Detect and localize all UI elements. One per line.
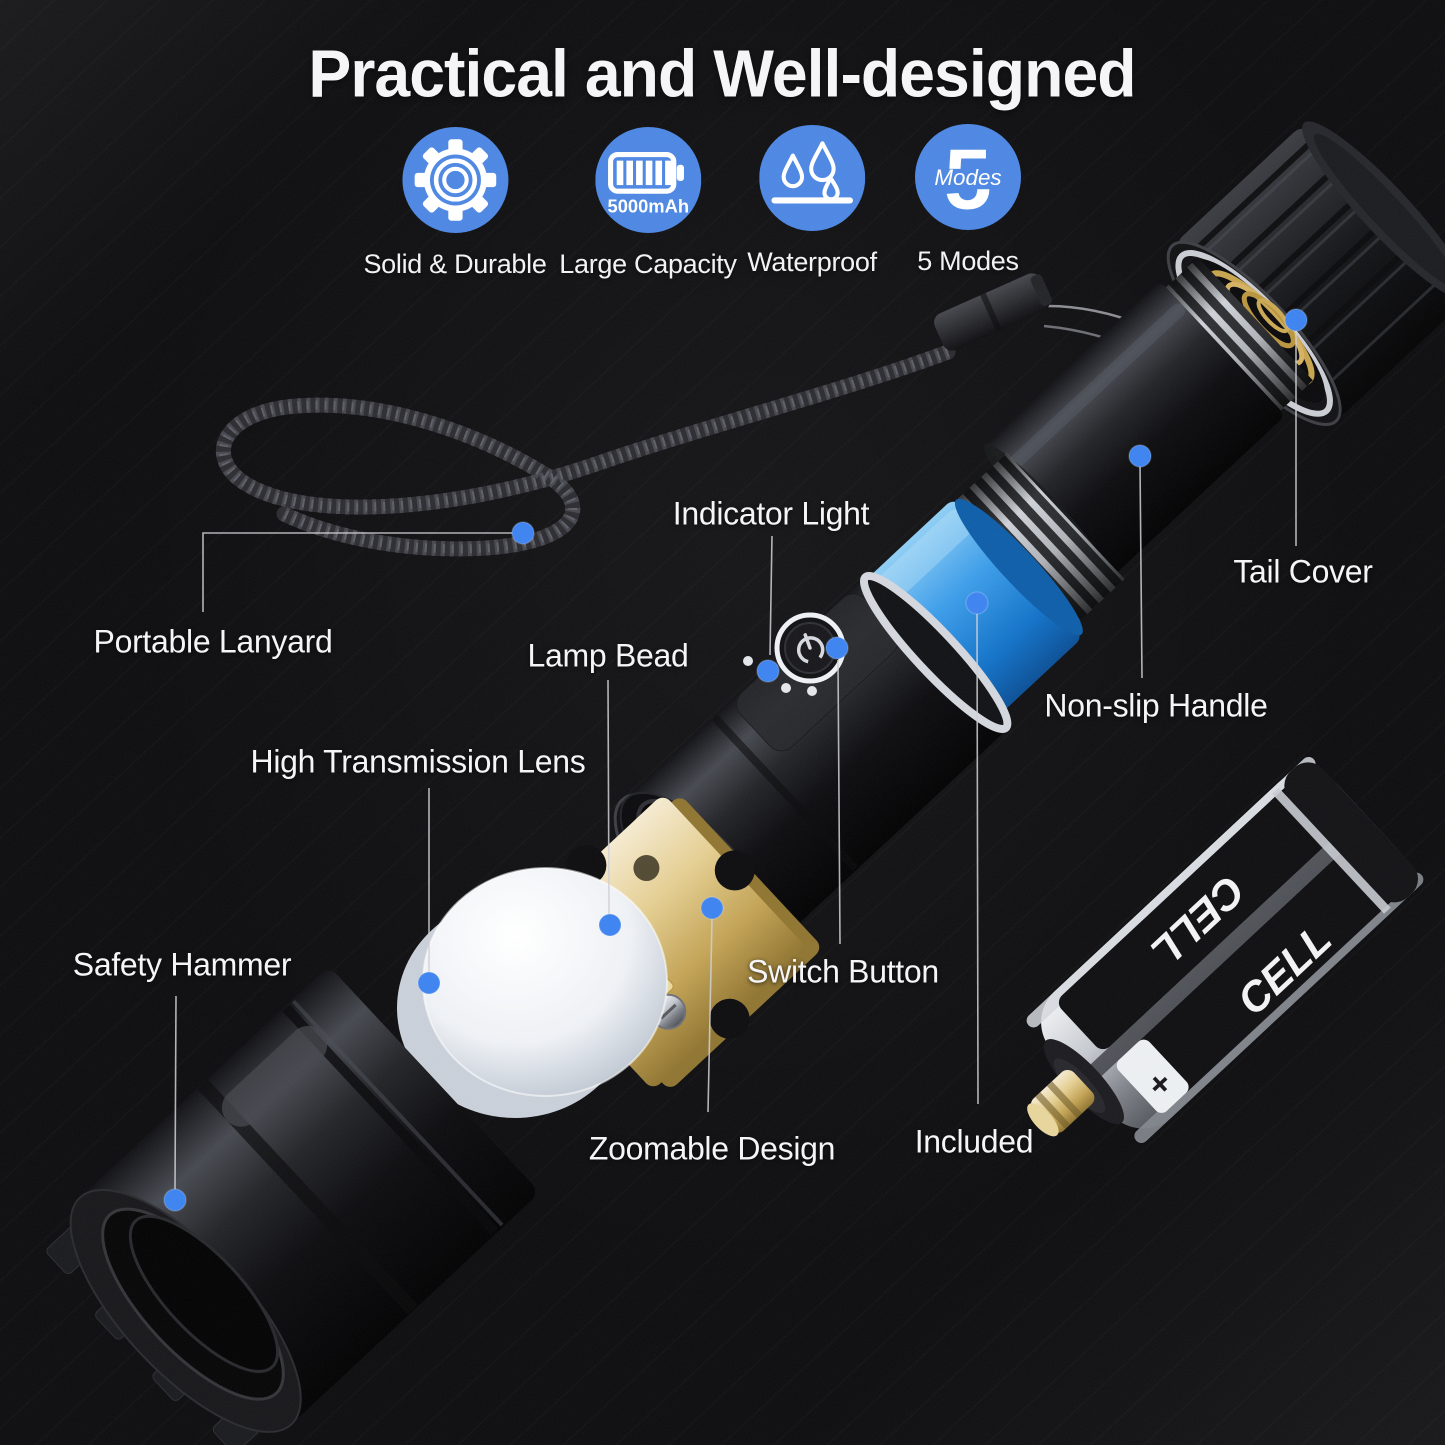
callout-zoomable-design: Zoomable Design [588, 1130, 836, 1167]
callout-lamp-bead: Lamp Bead [527, 637, 689, 674]
callout-safety-hammer: Safety Hammer [72, 946, 292, 983]
dot-included [965, 591, 989, 615]
five-modes-word: Modes [934, 165, 1001, 190]
dot-indicator-light [756, 659, 780, 683]
callout-portable-lanyard: Portable Lanyard [93, 623, 333, 660]
leader-indicator-light [769, 535, 773, 656]
callout-switch-button: Switch Button [747, 953, 939, 990]
leader-safety-hammer [174, 995, 177, 1191]
dot-high-transmission-lens [417, 971, 441, 995]
dot-switch-button [825, 636, 849, 660]
gear-icon [401, 127, 508, 233]
lens-part [397, 867, 668, 1118]
feature-caption: 5 Modes [917, 246, 1019, 276]
five-modes-icon: 5 Modes [915, 124, 1021, 230]
dot-zoomable-design [700, 896, 724, 920]
callout-tail-cover: Tail Cover [1233, 553, 1373, 590]
callout-indicator-light: Indicator Light [672, 495, 870, 532]
callout-included: Included [914, 1123, 1034, 1160]
feature-caption: Waterproof [747, 247, 877, 277]
dot-non-slip-handle [1128, 444, 1152, 468]
leader-included [976, 612, 979, 1105]
feature-caption: Large Capacity [559, 249, 737, 279]
feature-solid-durable: Solid & Durable [363, 127, 547, 280]
battery-carrier: CELL CELL + [1026, 757, 1424, 1143]
feature-waterproof: Waterproof [747, 125, 877, 278]
battery-capacity-text: 5000mAh [607, 196, 689, 217]
dot-safety-hammer [163, 1188, 187, 1212]
dot-tail-cover [1284, 308, 1308, 332]
lanyard-clip [934, 273, 1053, 351]
water-drops-icon [759, 125, 865, 231]
feature-large-capacity: 5000mAh Large Capacity [559, 127, 737, 280]
leader-lamp-bead [607, 679, 610, 916]
dot-lamp-bead [598, 913, 622, 937]
battery-icon: 5000mAh [595, 127, 701, 233]
feature-caption: Solid & Durable [363, 249, 547, 279]
page-title: Practical and Well-designed [308, 36, 1136, 112]
dot-portable-lanyard [511, 521, 535, 545]
callout-non-slip-handle: Non-slip Handle [1044, 687, 1268, 724]
feature-five-modes: 5 Modes 5 Modes [915, 124, 1021, 277]
callout-high-transmission-lens: High Transmission Lens [250, 743, 586, 780]
